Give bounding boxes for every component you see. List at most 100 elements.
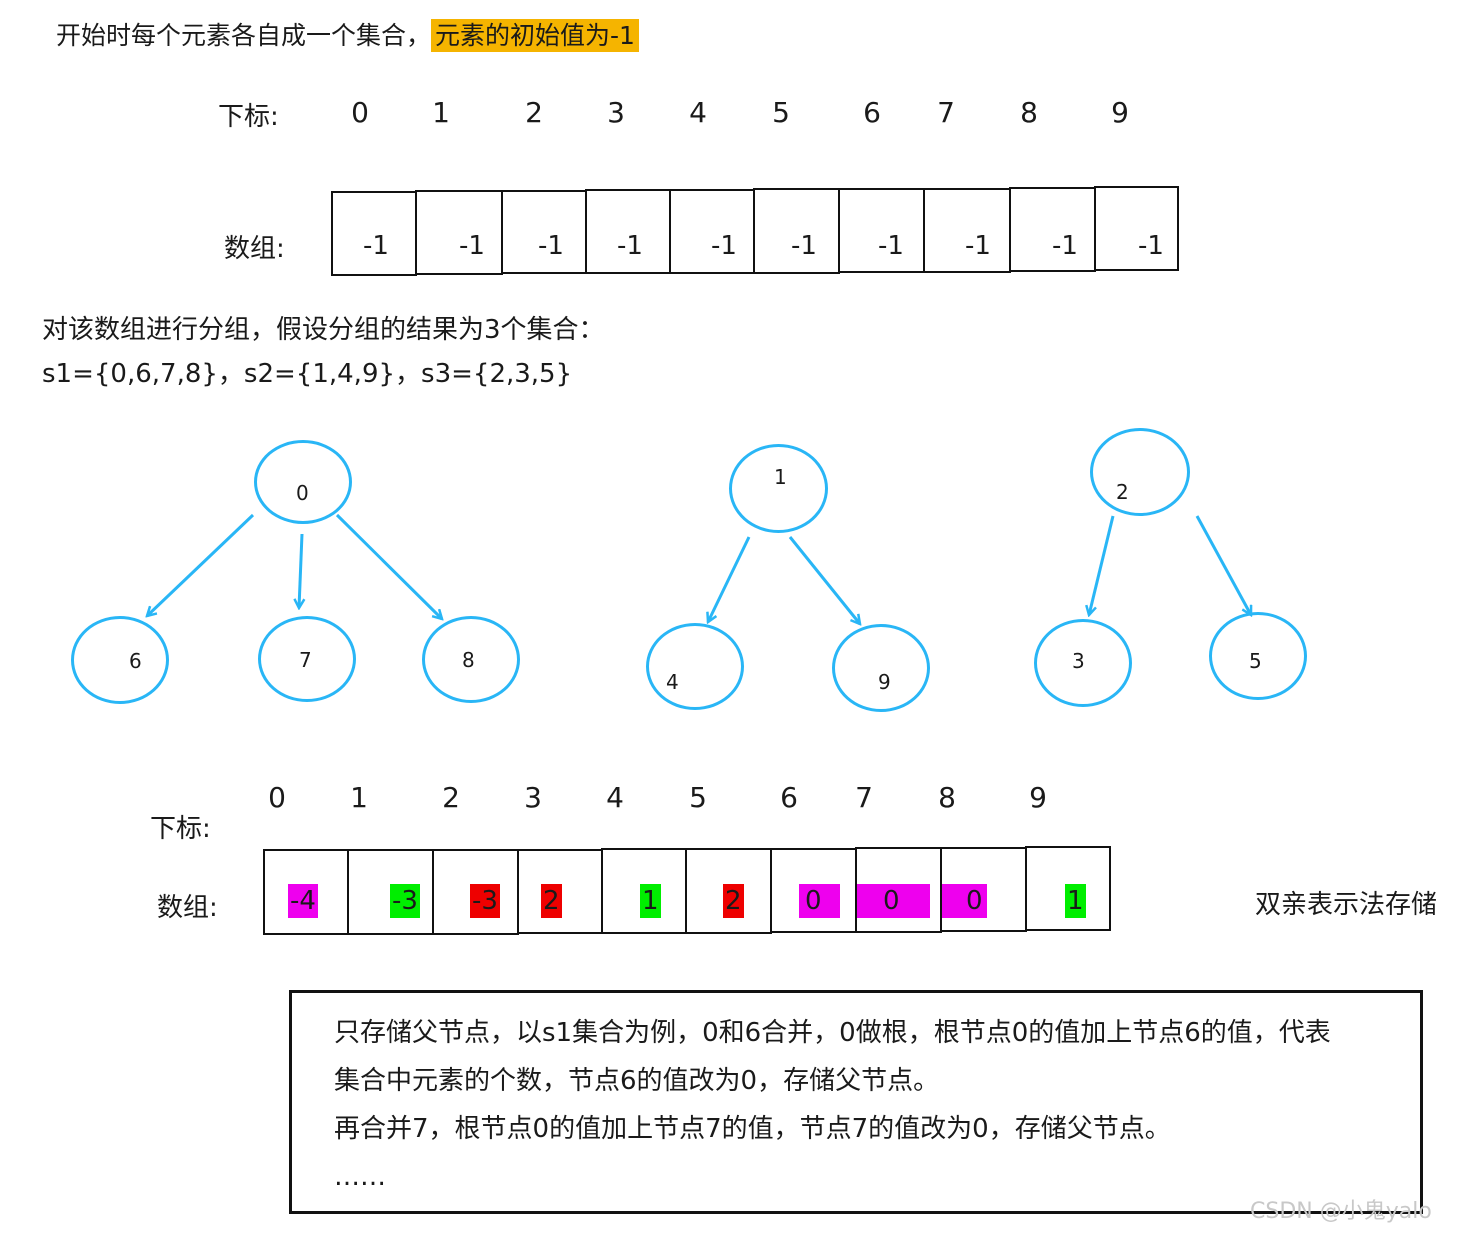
cell-value: 1 [1065,884,1086,918]
tree-node-root: 0 [254,440,352,524]
intro-text: 开始时每个元素各自成一个集合，元素的初始值为-1 [56,19,639,52]
tree-node: 8 [422,616,520,703]
cell-value: -3 [390,884,420,918]
array-cell: -1 [669,189,755,274]
array-cell: -3 [432,849,519,935]
cell-value: -3 [470,884,500,918]
array-cell: 0 [770,848,857,933]
top-index: 3 [607,96,625,129]
bottom-index: 8 [938,781,956,814]
array-cell: -1 [331,191,417,276]
explanation-line: 只存储父节点，以s1集合为例，0和6合并，0做根，根节点0的值加上节点6的值，代… [334,1018,1331,1048]
node-label: 7 [299,648,312,672]
bottom-index: 3 [524,781,542,814]
cell-value: 1 [640,884,661,918]
bottom-array-label: 数组: [157,893,218,923]
explanation-line: 集合中元素的个数，节点6的值改为0，存储父节点。 [334,1066,940,1096]
watermark: CSDN @小鬼yalo [1250,1199,1432,1224]
array-cell: 1 [601,848,687,934]
tree-node: 9 [832,624,930,712]
cell-value: -1 [711,231,737,261]
edge-0-7 [299,533,302,608]
node-label: 6 [129,649,142,673]
cell-value: -1 [363,231,389,261]
top-index: 6 [863,96,881,129]
bottom-index-label: 下标: [150,814,211,844]
cell-value: -1 [878,231,904,261]
top-index-label: 下标: [218,102,279,132]
tree-node-root: 2 [1090,428,1190,516]
cell-value: -1 [459,231,485,261]
array-cell: 0 [940,847,1027,932]
node-label: 5 [1249,649,1262,673]
array-cell: 1 [1025,846,1111,931]
bottom-index: 5 [689,781,707,814]
top-index: 0 [351,96,369,129]
tree-node: 3 [1034,619,1132,707]
array-cell: -3 [347,849,434,935]
top-array-label: 数组: [224,234,285,264]
node-label: 4 [666,670,679,694]
side-label: 双亲表示法存储 [1255,890,1438,920]
node-label: 8 [462,648,475,672]
cell-value: -1 [1052,231,1078,261]
cell-value: -1 [617,231,643,261]
cell-value: -1 [1138,231,1164,261]
cell-value: 2 [723,884,744,918]
cell-value: -4 [288,884,318,918]
array-cell: 2 [517,849,603,934]
top-index: 4 [689,96,707,129]
tree-node: 7 [258,616,356,702]
explanation-line: 再合并7，根节点0的值加上节点7的值，节点7的值改为0，存储父节点。 [334,1114,1171,1144]
tree-node: 6 [71,616,169,704]
array-cell: -1 [1094,186,1179,271]
intro-highlight: 元素的初始值为-1 [431,19,639,52]
array-cell: -1 [923,188,1011,273]
grouping-line-2: s1={0,6,7,8}，s2={1,4,9}，s3={2,3,5} [42,359,573,389]
top-index: 1 [432,96,450,129]
explanation-box: 只存储父节点，以s1集合为例，0和6合并，0做根，根节点0的值加上节点6的值，代… [289,990,1423,1214]
cell-value: 0 [799,884,840,918]
bottom-index: 1 [350,781,368,814]
explanation-line: …… [334,1162,386,1192]
node-label: 9 [878,670,891,694]
bottom-index: 2 [442,781,460,814]
top-index: 7 [937,96,955,129]
bottom-index: 0 [268,781,286,814]
edge-2-5 [1195,515,1251,615]
array-cell: 0 [855,847,942,933]
cell-value: 0 [857,884,930,918]
top-index: 8 [1020,96,1038,129]
bottom-index: 6 [780,781,798,814]
cell-value: 2 [541,884,562,918]
tree-node: 5 [1209,612,1307,700]
bottom-index: 7 [855,781,873,814]
node-label: 3 [1072,649,1085,673]
tree-node: 4 [646,623,744,710]
cell-value: -1 [791,231,817,261]
edge-0-8 [335,513,442,619]
node-label: 2 [1116,480,1129,504]
bottom-index: 4 [606,781,624,814]
array-cell: -1 [753,188,840,274]
array-cell: -4 [263,849,349,935]
top-index: 5 [772,96,790,129]
top-index: 2 [525,96,543,129]
node-label: 0 [296,481,309,505]
array-cell: -1 [585,189,671,274]
top-index: 9 [1111,96,1129,129]
edge-1-9 [788,536,860,624]
edge-0-6 [147,513,255,616]
intro-plain: 开始时每个元素各自成一个集合， [56,21,432,50]
node-label: 1 [774,465,787,489]
array-cell: -1 [1009,187,1096,272]
edge-1-4 [708,536,751,622]
array-cell: 2 [685,848,772,934]
grouping-line-1: 对该数组进行分组，假设分组的结果为3个集合： [42,315,605,345]
cell-value: -1 [965,231,991,261]
tree-node-root: 1 [729,444,828,533]
cell-value: -1 [538,231,564,261]
cell-value: 0 [942,884,987,918]
edge-2-3 [1089,515,1115,615]
